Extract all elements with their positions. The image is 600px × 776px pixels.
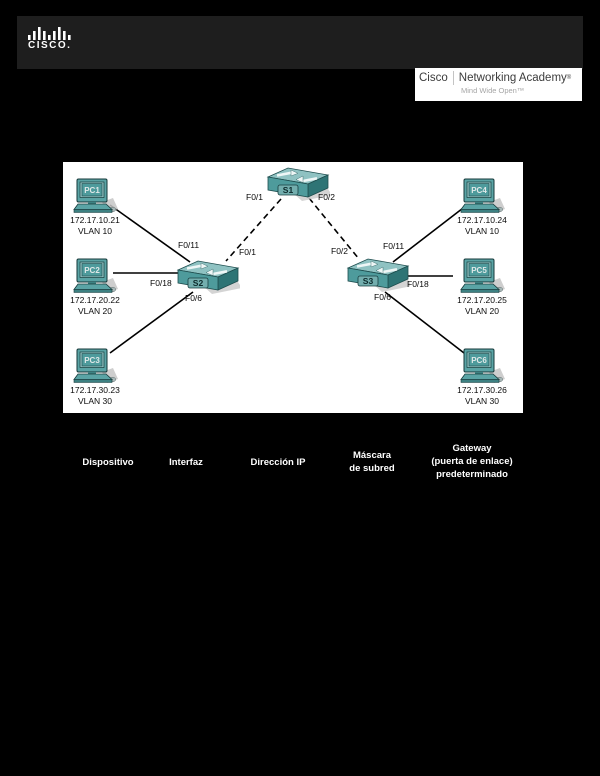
pc-icon: PC3 xyxy=(73,348,118,383)
pc3-node: PC3 172.17.30.23 VLAN 30 xyxy=(47,348,143,407)
pc-ip-label: 172.17.30.23 xyxy=(70,385,120,395)
pc1-node: PC1 172.17.10.21 VLAN 10 xyxy=(47,178,143,237)
pc-vlan-label: VLAN 10 xyxy=(464,226,500,236)
link-pc1-s2 xyxy=(109,204,191,263)
cisco-logo-bars-icon xyxy=(28,27,71,40)
switch-icon: S3 xyxy=(346,258,412,292)
pc-icon: PC2 xyxy=(73,258,118,293)
pc-icon: PC6 xyxy=(460,348,505,383)
pc2-node: PC2 172.17.20.22 VLAN 20 xyxy=(47,258,143,317)
port-label-s3-f0-11: F0/11 xyxy=(383,241,405,251)
table-header-mask: Máscara de subred xyxy=(349,450,395,474)
table-header-ip: Dirección IP xyxy=(250,457,306,468)
pc-ip-label: 172.17.30.26 xyxy=(457,385,507,395)
switch-label: S1 xyxy=(283,185,294,195)
port-label-s2-f0-11: F0/11 xyxy=(178,240,200,250)
pc-icon: PC1 xyxy=(73,178,118,213)
link-pc4-s3 xyxy=(392,204,468,263)
pc-vlan-label: VLAN 30 xyxy=(464,396,500,406)
pc-vlan-label: VLAN 20 xyxy=(77,306,113,316)
table-header-device: Dispositivo xyxy=(82,457,134,468)
link-lines-layer xyxy=(109,197,468,354)
switch-icon: S2 xyxy=(176,260,242,294)
switch-label: S2 xyxy=(193,278,204,288)
pc-ip-label: 172.17.20.22 xyxy=(70,295,120,305)
pc5-node: PC5 172.17.20.25 VLAN 20 xyxy=(434,258,530,317)
academy-tagline: Mind Wide Open™ xyxy=(461,86,525,95)
pc-vlan-label: VLAN 30 xyxy=(77,396,113,406)
table-header-interface: Interfaz xyxy=(169,457,203,468)
port-label-s3-f0-18: F0/18 xyxy=(407,279,429,289)
port-label-s2-f0-6: F0/6 xyxy=(185,293,203,303)
pc-vlan-label: VLAN 20 xyxy=(464,306,500,316)
port-label-s2-f0-18: F0/18 xyxy=(150,278,172,288)
port-label-s3-f0-6: F0/6 xyxy=(374,292,392,302)
pc-ip-label: 172.17.10.21 xyxy=(70,215,120,225)
port-label-s1-f0-2: F0/2 xyxy=(318,192,336,202)
cisco-logo: CISCO. xyxy=(28,27,72,51)
networking-academy-logo: Cisco Networking Academy ® Mind Wide Ope… xyxy=(415,68,582,101)
link-pc3-s2 xyxy=(109,291,194,354)
pc-icon: PC5 xyxy=(460,258,505,293)
link-pc6-s3 xyxy=(384,291,465,354)
trunk-s1-s3 xyxy=(308,197,360,260)
pc-screen-label: PC1 xyxy=(84,186,100,195)
port-label-s2-f0-1: F0/1 xyxy=(239,247,257,257)
table-header-gateway: Gateway (puerta de enlace) predeterminad… xyxy=(431,443,513,480)
academy-name-text: Networking Academy xyxy=(458,72,567,84)
port-label-s3-f0-2: F0/2 xyxy=(331,246,349,256)
switch-label: S3 xyxy=(363,276,374,286)
pc-screen-label: PC6 xyxy=(471,356,487,365)
pc6-node: PC6 172.17.30.26 VLAN 30 xyxy=(434,348,530,407)
pc-screen-label: PC4 xyxy=(471,186,487,195)
pc-icon: PC4 xyxy=(460,178,505,213)
pc-ip-label: 172.17.20.25 xyxy=(457,295,507,305)
pc-vlan-label: VLAN 10 xyxy=(77,226,113,236)
pc4-node: PC4 172.17.10.24 VLAN 10 xyxy=(434,178,530,237)
cisco-wordmark: CISCO. xyxy=(28,40,72,51)
academy-divider xyxy=(452,71,454,85)
switch-s2: S2 xyxy=(176,257,242,300)
pc-screen-label: PC5 xyxy=(471,266,487,275)
pc-screen-label: PC3 xyxy=(84,356,100,365)
pc-ip-label: 172.17.10.24 xyxy=(457,215,507,225)
academy-registered-mark: ® xyxy=(566,75,572,81)
switch-s3: S3 xyxy=(346,255,412,298)
pc-screen-label: PC2 xyxy=(84,266,100,275)
switch-s1: S1 xyxy=(266,164,332,207)
top-banner: CISCO. xyxy=(17,16,583,69)
trunk-s1-s2 xyxy=(225,198,282,262)
academy-cisco-text: Cisco xyxy=(419,72,448,84)
topology-diagram: S1 S2 S3 xyxy=(63,162,523,413)
switch-icon: S1 xyxy=(266,167,332,201)
port-label-s1-f0-1: F0/1 xyxy=(246,192,264,202)
